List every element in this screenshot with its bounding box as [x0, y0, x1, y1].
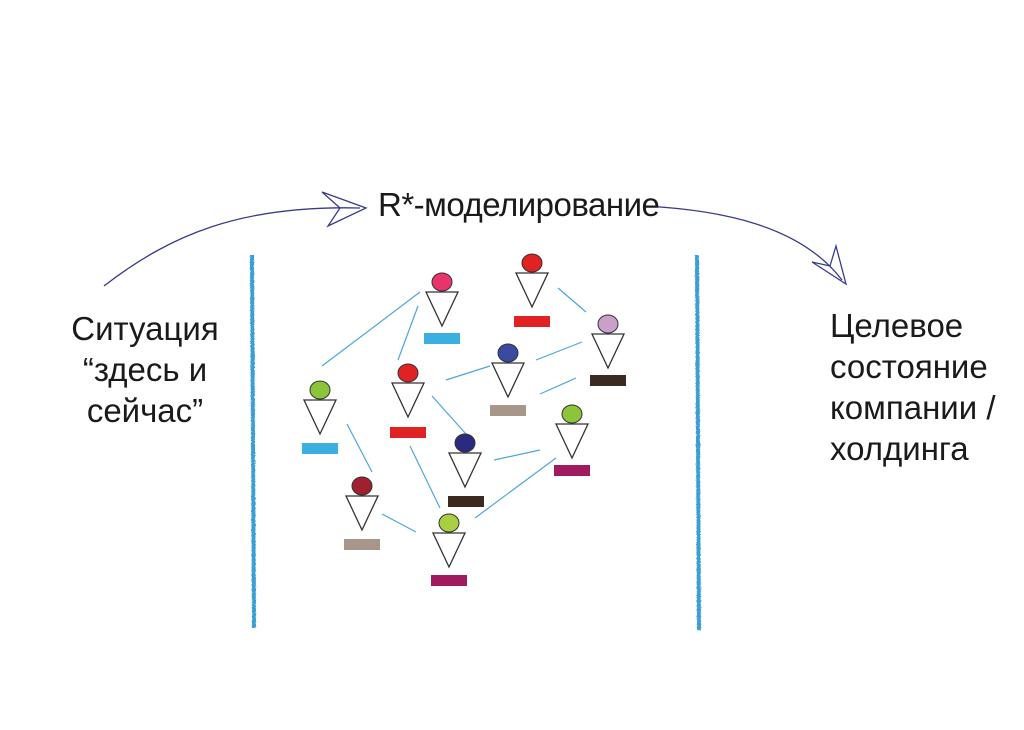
current-situation-line: Ситуация — [71, 310, 219, 347]
figure-head — [397, 363, 419, 383]
edge — [397, 305, 419, 361]
edge — [381, 513, 417, 533]
person-figure-icon — [424, 272, 460, 344]
figure-base — [448, 496, 484, 507]
target-state-line: состояние — [830, 348, 988, 385]
figure-base — [302, 443, 338, 454]
target-state-line: Целевое — [830, 307, 964, 344]
arrow-to-title — [103, 207, 361, 287]
person-figure-icon — [344, 476, 380, 550]
edge — [493, 449, 541, 461]
current-situation-line: “здесь и — [82, 351, 208, 388]
edge — [409, 445, 441, 509]
figure-base — [431, 575, 467, 586]
figure-body — [554, 423, 590, 460]
figure-base — [490, 405, 526, 416]
figure-base — [554, 465, 590, 476]
figure-head — [497, 343, 519, 363]
person-figure-icon — [490, 343, 526, 416]
target-state-label: Целевое состояние компании / холдинга — [830, 305, 996, 469]
figure-body — [344, 495, 380, 532]
arrowhead-left-icon — [321, 191, 368, 228]
network-edges — [321, 287, 587, 533]
figure-base — [344, 539, 380, 550]
person-figure-icon — [554, 404, 590, 476]
person-figure-icon — [390, 363, 426, 438]
person-figure-icon — [447, 433, 484, 507]
left-wall — [250, 254, 256, 629]
figure-head — [454, 433, 476, 453]
edge — [445, 365, 491, 381]
edge — [474, 457, 557, 519]
edge — [557, 287, 587, 313]
figures — [302, 253, 626, 586]
arrow-to-target — [644, 205, 843, 281]
figure-body — [431, 532, 467, 569]
edge — [321, 291, 421, 367]
figure-head — [309, 380, 331, 400]
figure-base — [590, 375, 626, 386]
figure-base — [390, 427, 426, 438]
current-situation-line: сейчас” — [86, 392, 204, 429]
edge — [346, 423, 373, 473]
target-state-line: холдинга — [830, 430, 969, 467]
current-situation-label: Ситуация “здесь и сейчас” — [70, 308, 220, 431]
figure-body — [390, 382, 426, 419]
figure-base — [514, 316, 550, 327]
person-figure-icon — [302, 380, 338, 454]
figure-base — [424, 333, 460, 344]
figure-head — [351, 476, 373, 496]
right-wall — [695, 254, 701, 631]
figure-head — [561, 404, 583, 424]
figure-body — [424, 291, 460, 328]
person-figure-icon — [514, 253, 550, 327]
figure-head — [431, 272, 453, 292]
figure-body — [490, 362, 526, 399]
figure-body — [590, 333, 626, 370]
target-state-line: компании / — [830, 389, 996, 426]
arrowhead-right-icon — [811, 243, 848, 286]
figure-body — [514, 272, 550, 309]
person-figure-icon — [590, 314, 626, 386]
edge — [535, 341, 583, 361]
figure-body — [302, 399, 338, 436]
edge — [539, 377, 577, 395]
figure-head — [597, 314, 619, 334]
figure-body — [447, 452, 483, 489]
person-figure-icon — [431, 513, 467, 586]
figure-head — [521, 253, 543, 273]
edge — [431, 395, 467, 435]
model-title: R*-моделирование — [378, 186, 660, 223]
figure-head — [438, 513, 460, 533]
